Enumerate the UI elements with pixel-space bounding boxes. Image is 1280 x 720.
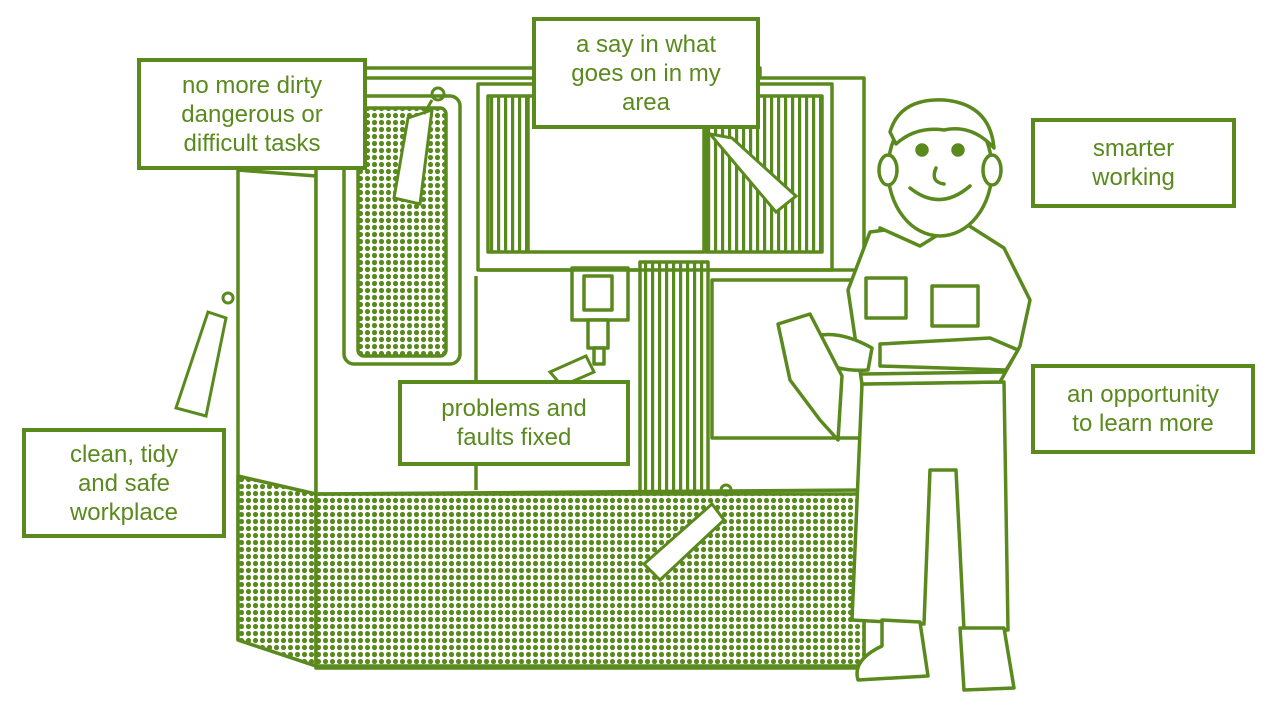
label-line: workplace: [69, 498, 179, 526]
label-no-more-dirty: no more dirty dangerous or difficult tas…: [137, 58, 367, 170]
label-line: faults fixed: [456, 424, 572, 451]
machine-tool-illustration: [236, 66, 866, 670]
label-line: clean, tidy: [69, 440, 179, 468]
label-smarter-working: smarter working: [1031, 118, 1236, 208]
label-line: difficult tasks: [183, 129, 321, 157]
label-line: problems and: [441, 395, 587, 422]
label-line: no more dirty: [181, 71, 323, 99]
label-line: smarter: [1092, 135, 1175, 162]
tag-icon: [174, 86, 799, 583]
label-line: area: [621, 88, 671, 116]
label-line: working: [1092, 164, 1175, 191]
smiling-worker-illustration: [776, 98, 1032, 692]
label-clean-tidy: clean, tidy and safe workplace: [22, 428, 226, 538]
label-line: an opportunity: [1066, 381, 1220, 408]
label-line: a say in what: [575, 30, 717, 58]
label-opportunity: an opportunity to learn more: [1031, 364, 1255, 454]
label-line: to learn more: [1072, 410, 1214, 437]
label-line: dangerous or: [181, 100, 323, 128]
label-line: and safe: [77, 469, 171, 497]
label-problems-fixed: problems and faults fixed: [398, 380, 630, 466]
label-line: goes on in my: [571, 59, 721, 87]
label-a-say: a say in what goes on in my area: [532, 17, 760, 129]
